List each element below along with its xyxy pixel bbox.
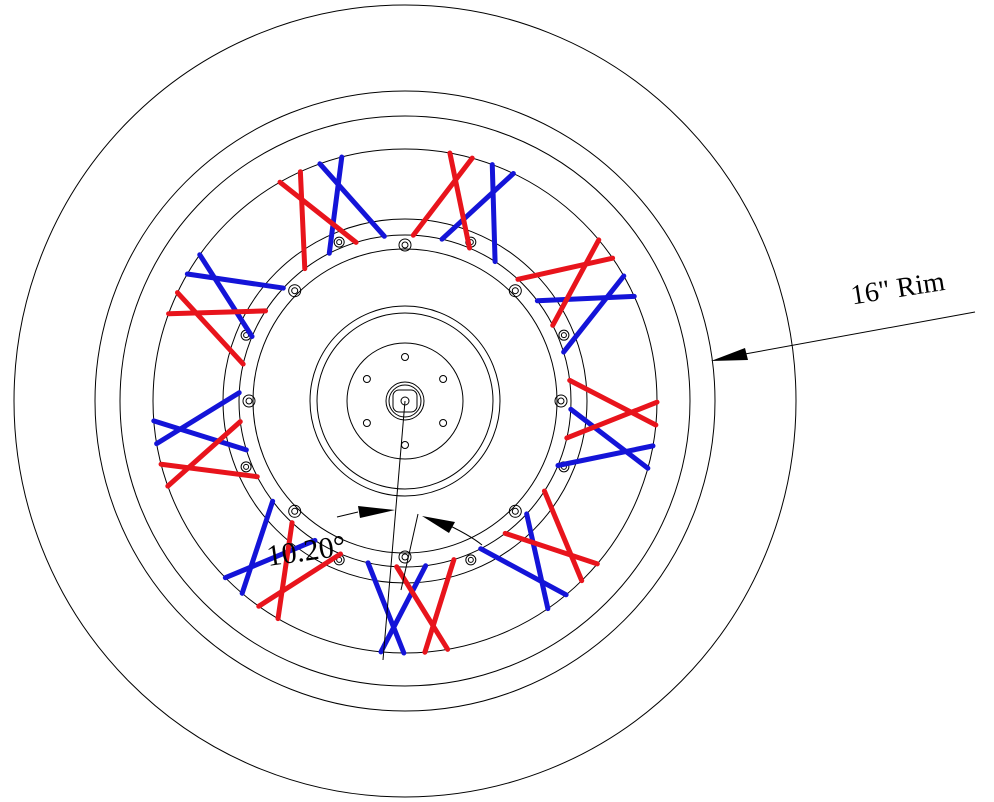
spoke xyxy=(239,498,276,596)
flange-bolt-hole xyxy=(398,550,412,564)
rim-callout: 16" Rim xyxy=(711,266,976,361)
spoke xyxy=(222,537,318,581)
flange-bolt-hole xyxy=(508,504,522,518)
spoke xyxy=(275,520,295,622)
flange-bolt-hole-inner xyxy=(511,507,519,515)
spoke xyxy=(184,271,286,291)
flange-bolt-hole xyxy=(242,394,256,408)
spoke xyxy=(174,290,246,367)
spoke xyxy=(515,255,616,282)
dimension-line-1 xyxy=(382,400,406,661)
arrowhead-left-icon xyxy=(358,506,395,518)
disc-bolt-hole xyxy=(401,441,409,449)
spoke xyxy=(439,170,516,242)
tire-outer-circle xyxy=(13,4,797,798)
spokes xyxy=(151,150,660,656)
rim-label: 16" Rim xyxy=(849,266,948,311)
flange-bolt-hole-inner xyxy=(401,241,409,249)
spoke xyxy=(489,162,498,265)
spoke xyxy=(365,560,407,656)
spoke xyxy=(277,179,359,245)
flange-hole-inner xyxy=(243,463,250,470)
flange-bolt-hole xyxy=(288,284,302,298)
axle-ring-outer xyxy=(385,381,425,421)
arrowhead-right-icon xyxy=(422,516,455,533)
spoke xyxy=(297,169,308,272)
spoke xyxy=(568,406,651,471)
spoke xyxy=(410,155,475,238)
flange-hole xyxy=(465,554,477,566)
rim-leader-line xyxy=(744,311,976,355)
rim-arrowhead-icon xyxy=(711,348,748,361)
flange-hole-inner xyxy=(467,556,474,563)
flange-bolt-hole xyxy=(288,504,302,518)
hub-cover-inner xyxy=(316,312,494,490)
spoke xyxy=(151,418,249,453)
spoke xyxy=(447,150,473,251)
flange-bolt-hole-inner xyxy=(291,287,299,295)
spoke xyxy=(154,390,242,447)
spoke xyxy=(158,461,260,480)
flange-hole xyxy=(240,461,252,473)
spoke xyxy=(166,308,269,317)
flange-hole-inner xyxy=(560,332,567,339)
flange-bolt-hole-inner xyxy=(245,397,253,405)
disc-bolt-hole xyxy=(362,375,371,383)
flange-bolt-hole xyxy=(508,284,522,298)
spoke xyxy=(561,273,627,355)
spoke xyxy=(564,399,660,441)
flange-bolt-hole-inner xyxy=(511,287,519,295)
flange-bolt-hole-inner xyxy=(557,397,565,405)
spoke xyxy=(326,154,345,256)
axle-flat xyxy=(392,389,418,413)
flange-hole xyxy=(333,236,345,248)
dimension-line-2 xyxy=(400,513,419,591)
spoke xyxy=(165,419,243,489)
spoke xyxy=(422,557,457,655)
spoke xyxy=(478,546,569,598)
spoke xyxy=(394,564,451,652)
disc-bolt-hole xyxy=(439,419,448,427)
rim-outer-circle xyxy=(119,115,691,687)
flange-bolt-hole xyxy=(554,394,568,408)
flange-bolt-hole xyxy=(398,238,412,252)
tire-inner-circle xyxy=(94,90,716,712)
disc-bolt-hole xyxy=(439,375,448,383)
spoke xyxy=(524,511,551,612)
flange-hole xyxy=(558,329,570,341)
disc-bolt-hole xyxy=(362,419,371,427)
dimension-arc xyxy=(336,511,483,546)
spoke xyxy=(502,530,600,567)
spoke xyxy=(534,293,637,304)
flange-bolt-hole-inner xyxy=(401,553,409,561)
spoke xyxy=(317,161,387,239)
flange-bolt-hole-inner xyxy=(291,507,299,515)
spoke xyxy=(555,443,656,469)
axle-ring-inner xyxy=(388,384,422,418)
spoke xyxy=(378,563,429,655)
angle-label: 10.20° xyxy=(264,529,347,573)
spoke xyxy=(256,551,343,609)
spoke xyxy=(541,488,585,584)
hub-body-circle xyxy=(252,248,558,554)
angle-dimension: 10.20° xyxy=(264,400,483,661)
disc-bolt-hole xyxy=(401,353,409,361)
hub-cover-outer xyxy=(309,305,501,497)
spoke xyxy=(567,377,659,428)
spoke xyxy=(550,237,602,328)
flange-hole-inner xyxy=(336,239,343,246)
hub-flange-bolt-ring xyxy=(238,234,572,568)
spoke xyxy=(197,252,255,339)
hub-disc-circle xyxy=(346,342,464,460)
